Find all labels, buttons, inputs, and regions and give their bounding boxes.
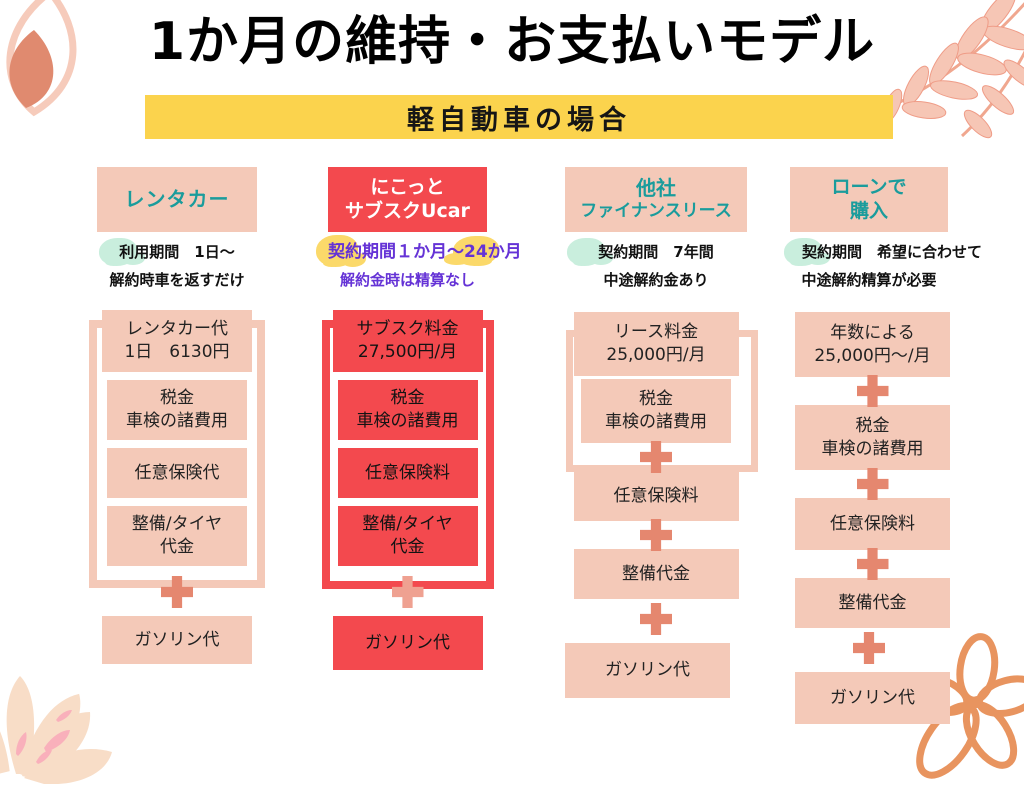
- subtitle-text: 軽自動車の場合: [407, 104, 631, 136]
- plus-icon: [853, 632, 885, 664]
- cost-box-line: 整備/タイヤ: [362, 514, 453, 535]
- cost-box: 整備/タイヤ 代金: [337, 506, 478, 566]
- fuel-box: ガソリン代: [795, 672, 950, 724]
- page-title: 1か月の維持・お支払いモデル: [148, 12, 876, 72]
- cost-box-line: 任意保険料: [365, 462, 450, 483]
- cost-box-line: 車検の諸費用: [605, 412, 707, 432]
- note-row: 解約時車を返すだけ: [97, 270, 257, 290]
- cost-box-line: 25,000円/月: [606, 345, 706, 365]
- cost-box: 税金 車検の諸費用: [107, 380, 247, 440]
- note-row: 中途解約精算が必要: [790, 270, 948, 290]
- column-header-label: ローンで: [831, 175, 907, 198]
- plus-icon: [640, 603, 672, 635]
- column-header: 他社 ファイナンスリース: [565, 167, 747, 232]
- column-header-label: にこっと: [370, 175, 445, 198]
- plus-icon: [856, 548, 889, 580]
- column-subscription: にこっと サブスクUcar 契約期間１か月～24か月 解約金時は精算なし サブス…: [316, 167, 522, 670]
- fuel-label: ガソリン代: [830, 687, 915, 708]
- cost-box: 任意保険料: [337, 448, 478, 498]
- cost-box: 任意保険料: [573, 471, 739, 521]
- cost-box-line: 税金: [855, 415, 890, 436]
- column-header-label: ファイナンスリース: [580, 201, 732, 222]
- cost-box: 整備/タイヤ 代金: [107, 506, 247, 566]
- note-text: 中途解約金あり: [603, 271, 709, 289]
- cost-box: 税金 車検の諸費用: [795, 405, 950, 470]
- cost-box-line: 税金: [390, 388, 425, 409]
- period-text: 契約期間 希望に合わせて: [802, 243, 983, 261]
- cost-stack: レンタカー代 1日 6130円 税金 車検の諸費用 任意保険代 整備/タイヤ 代…: [89, 310, 265, 588]
- cost-box-line: 車検の諸費用: [356, 411, 459, 431]
- note-text: 解約時車を返すだけ: [109, 271, 245, 289]
- period-row: 契約期間 7年間: [565, 238, 747, 266]
- cloud-highlight-icon: [567, 238, 605, 266]
- cost-box-line: リース料金: [613, 322, 699, 343]
- column-header-label: サブスクUcar: [345, 199, 470, 222]
- cost-box-line: 任意保険料: [613, 485, 699, 506]
- cost-box-line: 代金: [390, 537, 425, 557]
- fuel-label: ガソリン代: [365, 632, 450, 653]
- cost-box-line: 27,500円/月: [357, 342, 458, 362]
- column-header-label: 他社: [636, 176, 676, 201]
- column-header: にこっと サブスクUcar: [328, 167, 487, 232]
- cost-box-line: 任意保険代: [134, 462, 220, 483]
- cost-box-line: 整備代金: [622, 563, 690, 584]
- period-text: 利用期間 1日～: [119, 243, 235, 261]
- cost-box-line: 整備代金: [838, 592, 907, 613]
- cost-box: リース料金 25,000円/月: [573, 312, 739, 376]
- plus-icon: [640, 519, 672, 551]
- column-loan-purchase: ローンで 購入 契約期間 希望に合わせて 中途解約精算が必要 年数による 25,…: [784, 167, 982, 724]
- plus-icon: [856, 375, 889, 407]
- period-row: 契約期間１か月～24か月: [316, 235, 522, 267]
- fuel-box: ガソリン代: [565, 643, 730, 698]
- note-text: 解約金時は精算なし: [339, 271, 475, 289]
- period-row: 契約期間 希望に合わせて: [784, 238, 982, 266]
- fuel-label: ガソリン代: [605, 660, 690, 681]
- column-header: レンタカー: [97, 167, 257, 232]
- subtitle-banner: 軽自動車の場合: [145, 95, 893, 139]
- fuel-box: ガソリン代: [102, 616, 252, 664]
- cost-box: サブスク料金 27,500円/月: [332, 310, 483, 372]
- cost-stack: リース料金 25,000円/月 税金 車検の諸費用 任意保険料 整備代金: [565, 312, 758, 599]
- cloud-highlight-icon: [453, 236, 499, 266]
- cost-box-line: 25,000円～/月: [814, 345, 931, 366]
- cost-box: 任意保険料: [795, 498, 950, 550]
- column-header-label: 購入: [849, 199, 888, 222]
- period-text: 契約期間 7年間: [598, 243, 714, 261]
- column-header-label: レンタカー: [124, 187, 230, 211]
- cloud-highlight-icon: [99, 238, 137, 266]
- cost-box: 任意保険代: [107, 448, 247, 498]
- cost-box: レンタカー代 1日 6130円: [102, 310, 252, 372]
- cost-box-line: 車検の諸費用: [126, 411, 228, 431]
- note-row: 解約金時は精算なし: [328, 270, 487, 290]
- cloud-highlight-icon: [784, 238, 822, 266]
- cost-box-line: 1日 6130円: [124, 342, 230, 362]
- cost-box-line: 税金: [639, 389, 673, 410]
- column-rental-car: レンタカー 利用期間 1日～ 解約時車を返すだけ レンタカー代 1日 6130円…: [89, 167, 265, 664]
- cost-box-line: 代金: [160, 537, 194, 557]
- cost-box-line: 整備/タイヤ: [131, 514, 223, 535]
- cost-box: 税金 車検の諸費用: [581, 379, 731, 443]
- cost-box: 整備代金: [795, 578, 950, 628]
- period-text: 契約期間１か月～24か月: [328, 242, 522, 262]
- cost-box-line: 車検の諸費用: [821, 438, 924, 459]
- plus-icon: [856, 468, 889, 500]
- note-text: 中途解約精算が必要: [801, 271, 937, 289]
- cost-box: 年数による 25,000円～/月: [795, 312, 950, 377]
- note-row: 中途解約金あり: [565, 270, 747, 290]
- cost-box-line: 任意保険料: [830, 513, 915, 534]
- cost-box-line: 税金: [160, 388, 194, 409]
- cost-box-line: サブスク料金: [356, 319, 459, 340]
- cost-box: 整備代金: [573, 549, 739, 599]
- cost-box-line: 年数による: [830, 322, 915, 343]
- cloud-highlight-icon: [316, 235, 358, 267]
- fuel-box: ガソリン代: [332, 616, 483, 670]
- period-row: 利用期間 1日～: [97, 238, 257, 266]
- column-finance-lease: 他社 ファイナンスリース 契約期間 7年間 中途解約金あり リース料金 25,0…: [565, 167, 758, 698]
- cost-box-line: レンタカー代: [126, 319, 228, 340]
- cost-box: 税金 車検の諸費用: [337, 380, 478, 440]
- fuel-label: ガソリン代: [134, 629, 220, 650]
- cost-stack: サブスク料金 27,500円/月 税金 車検の諸費用 任意保険料 整備/タイヤ …: [321, 310, 494, 589]
- cost-stack: 年数による 25,000円～/月 税金 車検の諸費用 任意保険料 整備代金: [795, 312, 950, 628]
- column-header: ローンで 購入: [790, 167, 948, 232]
